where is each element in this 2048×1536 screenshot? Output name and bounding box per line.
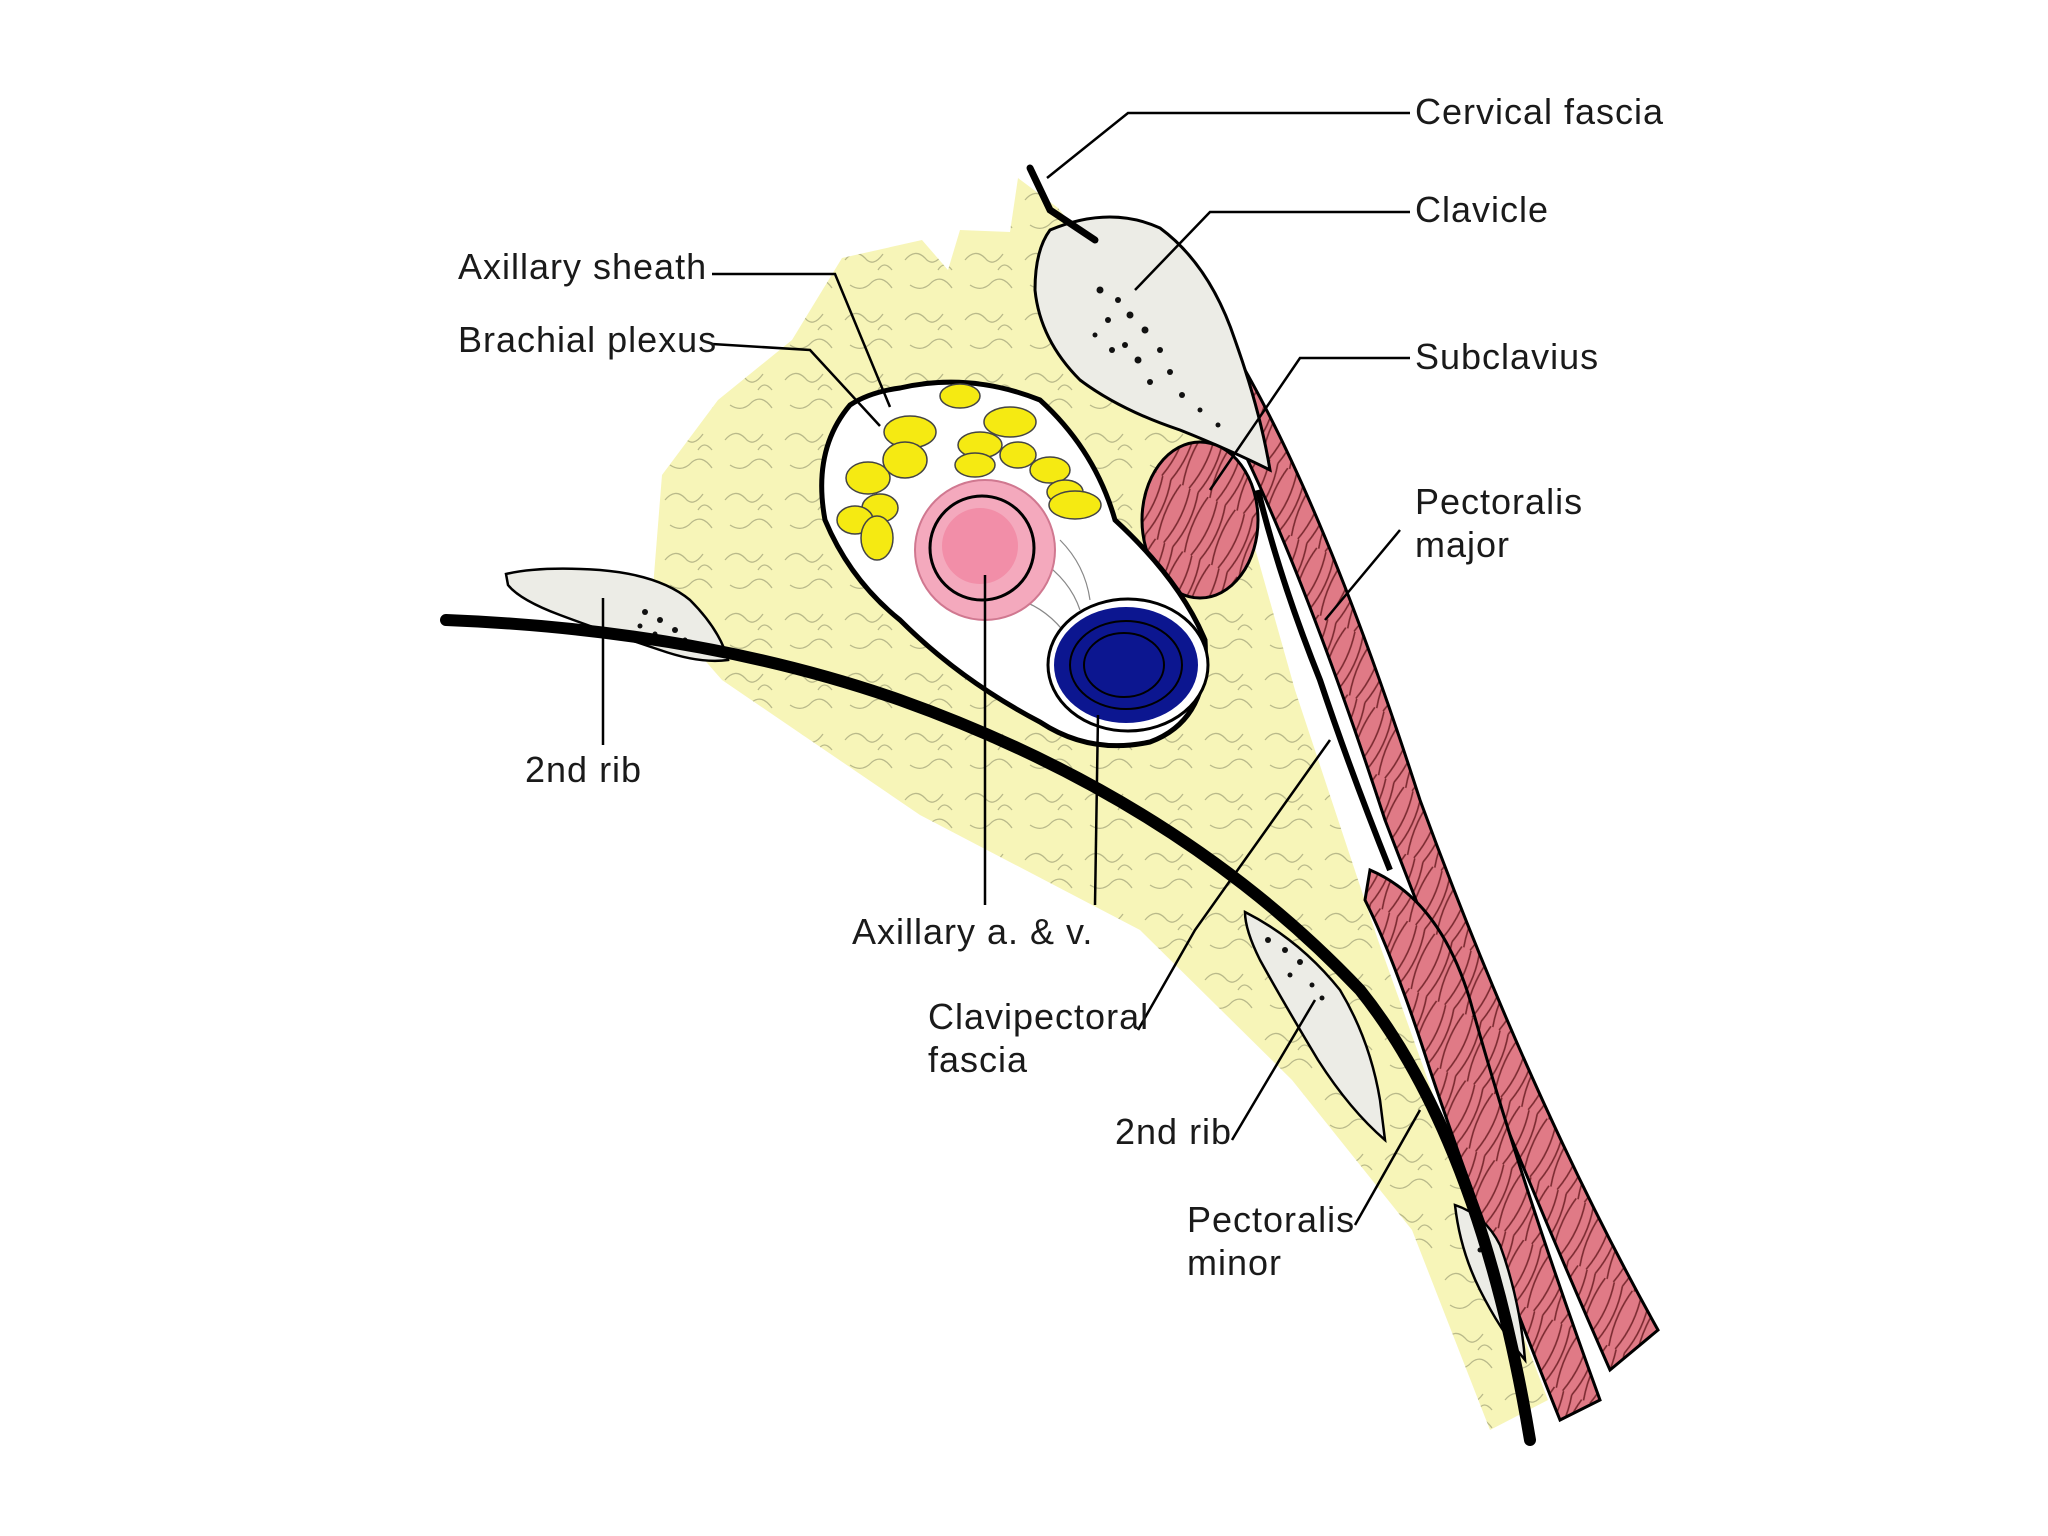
brachial-plexus-nerves: [836, 383, 1102, 561]
chest-wall-line: [440, 614, 1536, 1446]
clavipectoral-fascia-line: [1255, 489, 1393, 872]
subclavius-muscle: [1140, 440, 1260, 600]
label-axillary-vessels: Axillary a. & v.: [852, 911, 1094, 952]
label-subclavius: Subclavius: [1415, 336, 1600, 377]
label-clavipectoral-fascia: Clavipectoral fascia: [928, 996, 1150, 1081]
label-pectoralis-minor: Pectoralis minor: [1187, 1199, 1356, 1284]
label-axillary-sheath: Axillary sheath: [458, 246, 708, 287]
pectoralis-minor-muscle: [1363, 867, 1602, 1423]
label-2nd-rib-left: 2nd rib: [525, 749, 643, 790]
leader-lines: [601, 111, 1422, 1226]
axillary-vein: [1046, 597, 1210, 733]
pectoralis-major-muscle: [1226, 366, 1660, 1373]
label-pectoralis-major: Pectoralis major: [1415, 481, 1584, 566]
axillary-artery: [914, 479, 1056, 621]
label-cervical-fascia: Cervical fascia: [1415, 91, 1665, 132]
label-2nd-rib-right: 2nd rib: [1115, 1111, 1233, 1152]
label-clavicle: Clavicle: [1415, 189, 1550, 230]
rib-right: [1243, 909, 1387, 1144]
cervical-fascia-line: [1026, 164, 1099, 244]
label-brachial-plexus: Brachial plexus: [458, 319, 718, 360]
clavicle-bone: [1033, 215, 1272, 473]
